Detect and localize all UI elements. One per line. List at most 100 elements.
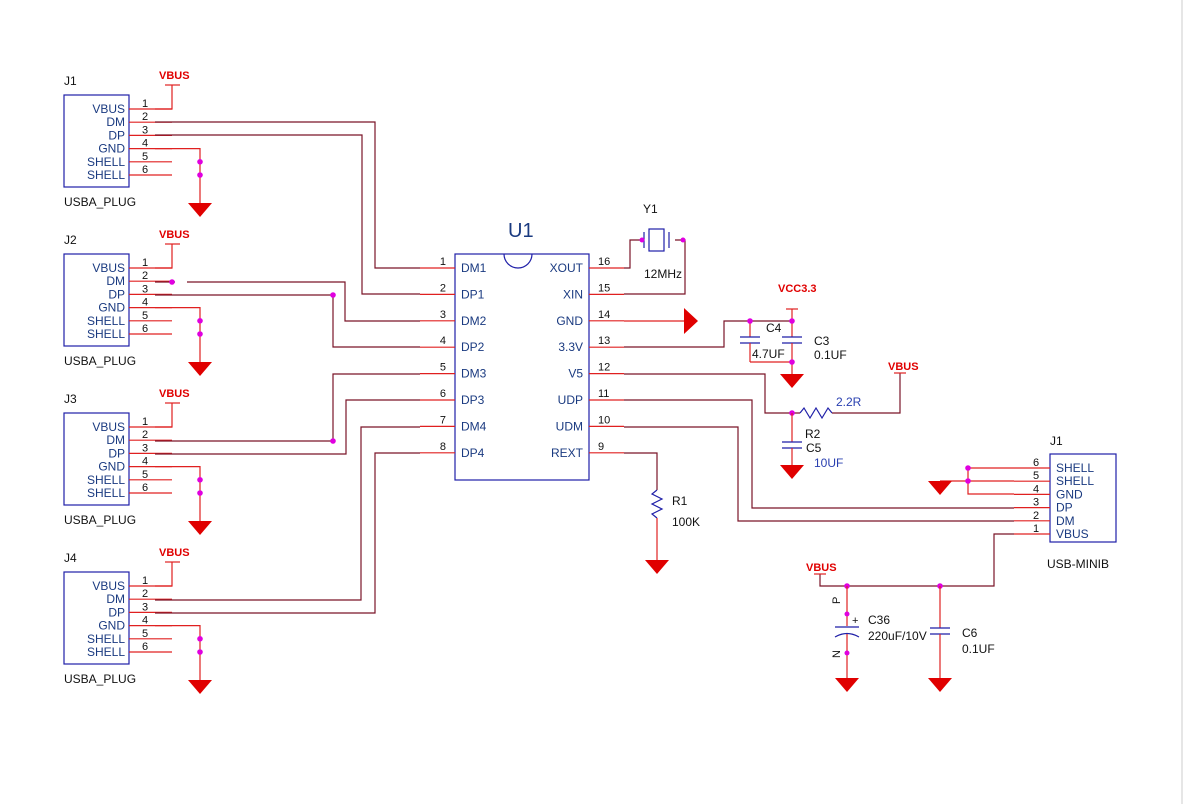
minib-pin-number: 2 [1033,510,1039,522]
u1-notch [503,253,533,269]
u1-left-pin-number: 8 [440,441,446,453]
connector-body [63,412,130,506]
u1-left-pin-name: DM2 [461,314,487,328]
connector-pin-number: 4 [142,297,148,309]
shell-junction [197,477,203,483]
minib-pin-number: 6 [1033,457,1039,469]
u1-right-pin-number: 15 [598,282,610,294]
c36-p-label: P [831,597,843,604]
junction-minib-b [965,478,971,484]
u1-left-pin-name: DP1 [461,287,485,301]
c36-ground-symbol [835,678,859,692]
u1-left-pin-name: DP3 [461,393,485,407]
connector-pin-number: 2 [142,270,148,282]
c36-pin-p [844,611,850,617]
y1-crystal [648,228,665,252]
cap-ground-symbol [780,374,804,388]
minib-pin-number: 3 [1033,497,1039,509]
minib-pin-name: SHELL [1056,461,1094,475]
connector-pin-name: GND [98,301,125,315]
u1-right-pin-number: 14 [598,309,610,321]
connector-ref: J1 [64,74,77,88]
connector-body [63,94,130,188]
connector-pin-name: DP [108,605,125,619]
connector-ref: J3 [64,392,77,406]
gnd-wire [155,148,201,203]
u1-right-pin-name: REXT [551,446,584,460]
bulk-vbus-net: VBUS [806,562,837,574]
connector-pin-number: 2 [142,111,148,123]
wire-rext [624,452,658,490]
connector-pin-name: SHELL [87,155,125,169]
connector-body [63,571,130,665]
junction-c4-top [747,318,753,324]
connector-pin-name: SHELL [87,168,125,182]
rext-resistor: R1 100K [624,452,700,574]
connector-part: USBA_PLUG [64,672,136,686]
gnd-wire [155,466,201,521]
connector-part: USBA_PLUG [64,354,136,368]
minib-pin-number: 1 [1033,523,1039,535]
y1-ref: Y1 [643,202,658,216]
u1-left-pin-number: 4 [440,335,446,347]
u1-left-pin-number: 7 [440,414,446,426]
u1-body [454,253,590,481]
ground-symbol [188,521,212,535]
c5-value: 10UF [814,456,843,470]
connector-pin-name: VBUS [92,579,125,593]
shell-junction [197,159,203,165]
connector-pin-number: 3 [142,601,148,613]
wire-r2-vbus [832,373,901,414]
connector-pin-name: GND [98,460,125,474]
vbus-net: VBUS [159,70,190,82]
wire-j4-dm [155,426,420,601]
r2-resistor [799,406,833,420]
connector-pin-number: 5 [142,310,148,322]
connector-pin-name: VBUS [92,261,125,275]
c5-ground-symbol [780,465,804,479]
u1-left-pin-number: 5 [440,362,446,374]
vbus-net: VBUS [159,388,190,400]
u1-right-pin-number: 13 [598,335,610,347]
c5-ref: C5 [806,441,822,455]
u1-left-pin-number: 2 [440,282,446,294]
minib-ref: J1 [1050,434,1063,448]
minib-pin-name: VBUS [1056,527,1089,541]
connector-pin-name: DM [106,592,125,606]
connector-pin-name: DM [106,115,125,129]
connector-part: USBA_PLUG [64,513,136,527]
minib-pin-number: 5 [1033,470,1039,482]
c36-ref: C36 [868,613,890,627]
ground-symbol [188,203,212,217]
c6-ground-symbol [928,678,952,692]
connector-pin-number: 5 [142,469,148,481]
vbus-net: VBUS [888,361,919,373]
r2-value: 2.2R [836,395,862,409]
u1-left-pin-number: 3 [440,309,446,321]
ground-symbol [188,362,212,376]
c6-ref: C6 [962,626,978,640]
connector-pin-name: DP [108,128,125,142]
connector-pin-name: GND [98,142,125,156]
vcc33-net: VCC3.3 [778,283,817,295]
connector-pin-number: 3 [142,442,148,454]
connector-pin-name: SHELL [87,473,125,487]
connector-pin-name: VBUS [92,420,125,434]
connector-pin-number: 3 [142,124,148,136]
connector-pin-name: DP [108,287,125,301]
connector-pin-number: 1 [142,98,148,110]
gnd-wire [155,307,201,362]
minib-pin-name: SHELL [1056,474,1094,488]
u1-left-pin-name: DM4 [461,419,487,433]
minib-part: USB-MINIB [1047,557,1109,571]
connector-pin-name: SHELL [87,314,125,328]
connector-pin-name: SHELL [87,486,125,500]
junction-minib-a [965,465,971,471]
crystal-y1: Y1 12MHz [624,202,686,295]
connector-pin-name: SHELL [87,632,125,646]
connector-part: USBA_PLUG [64,195,136,209]
